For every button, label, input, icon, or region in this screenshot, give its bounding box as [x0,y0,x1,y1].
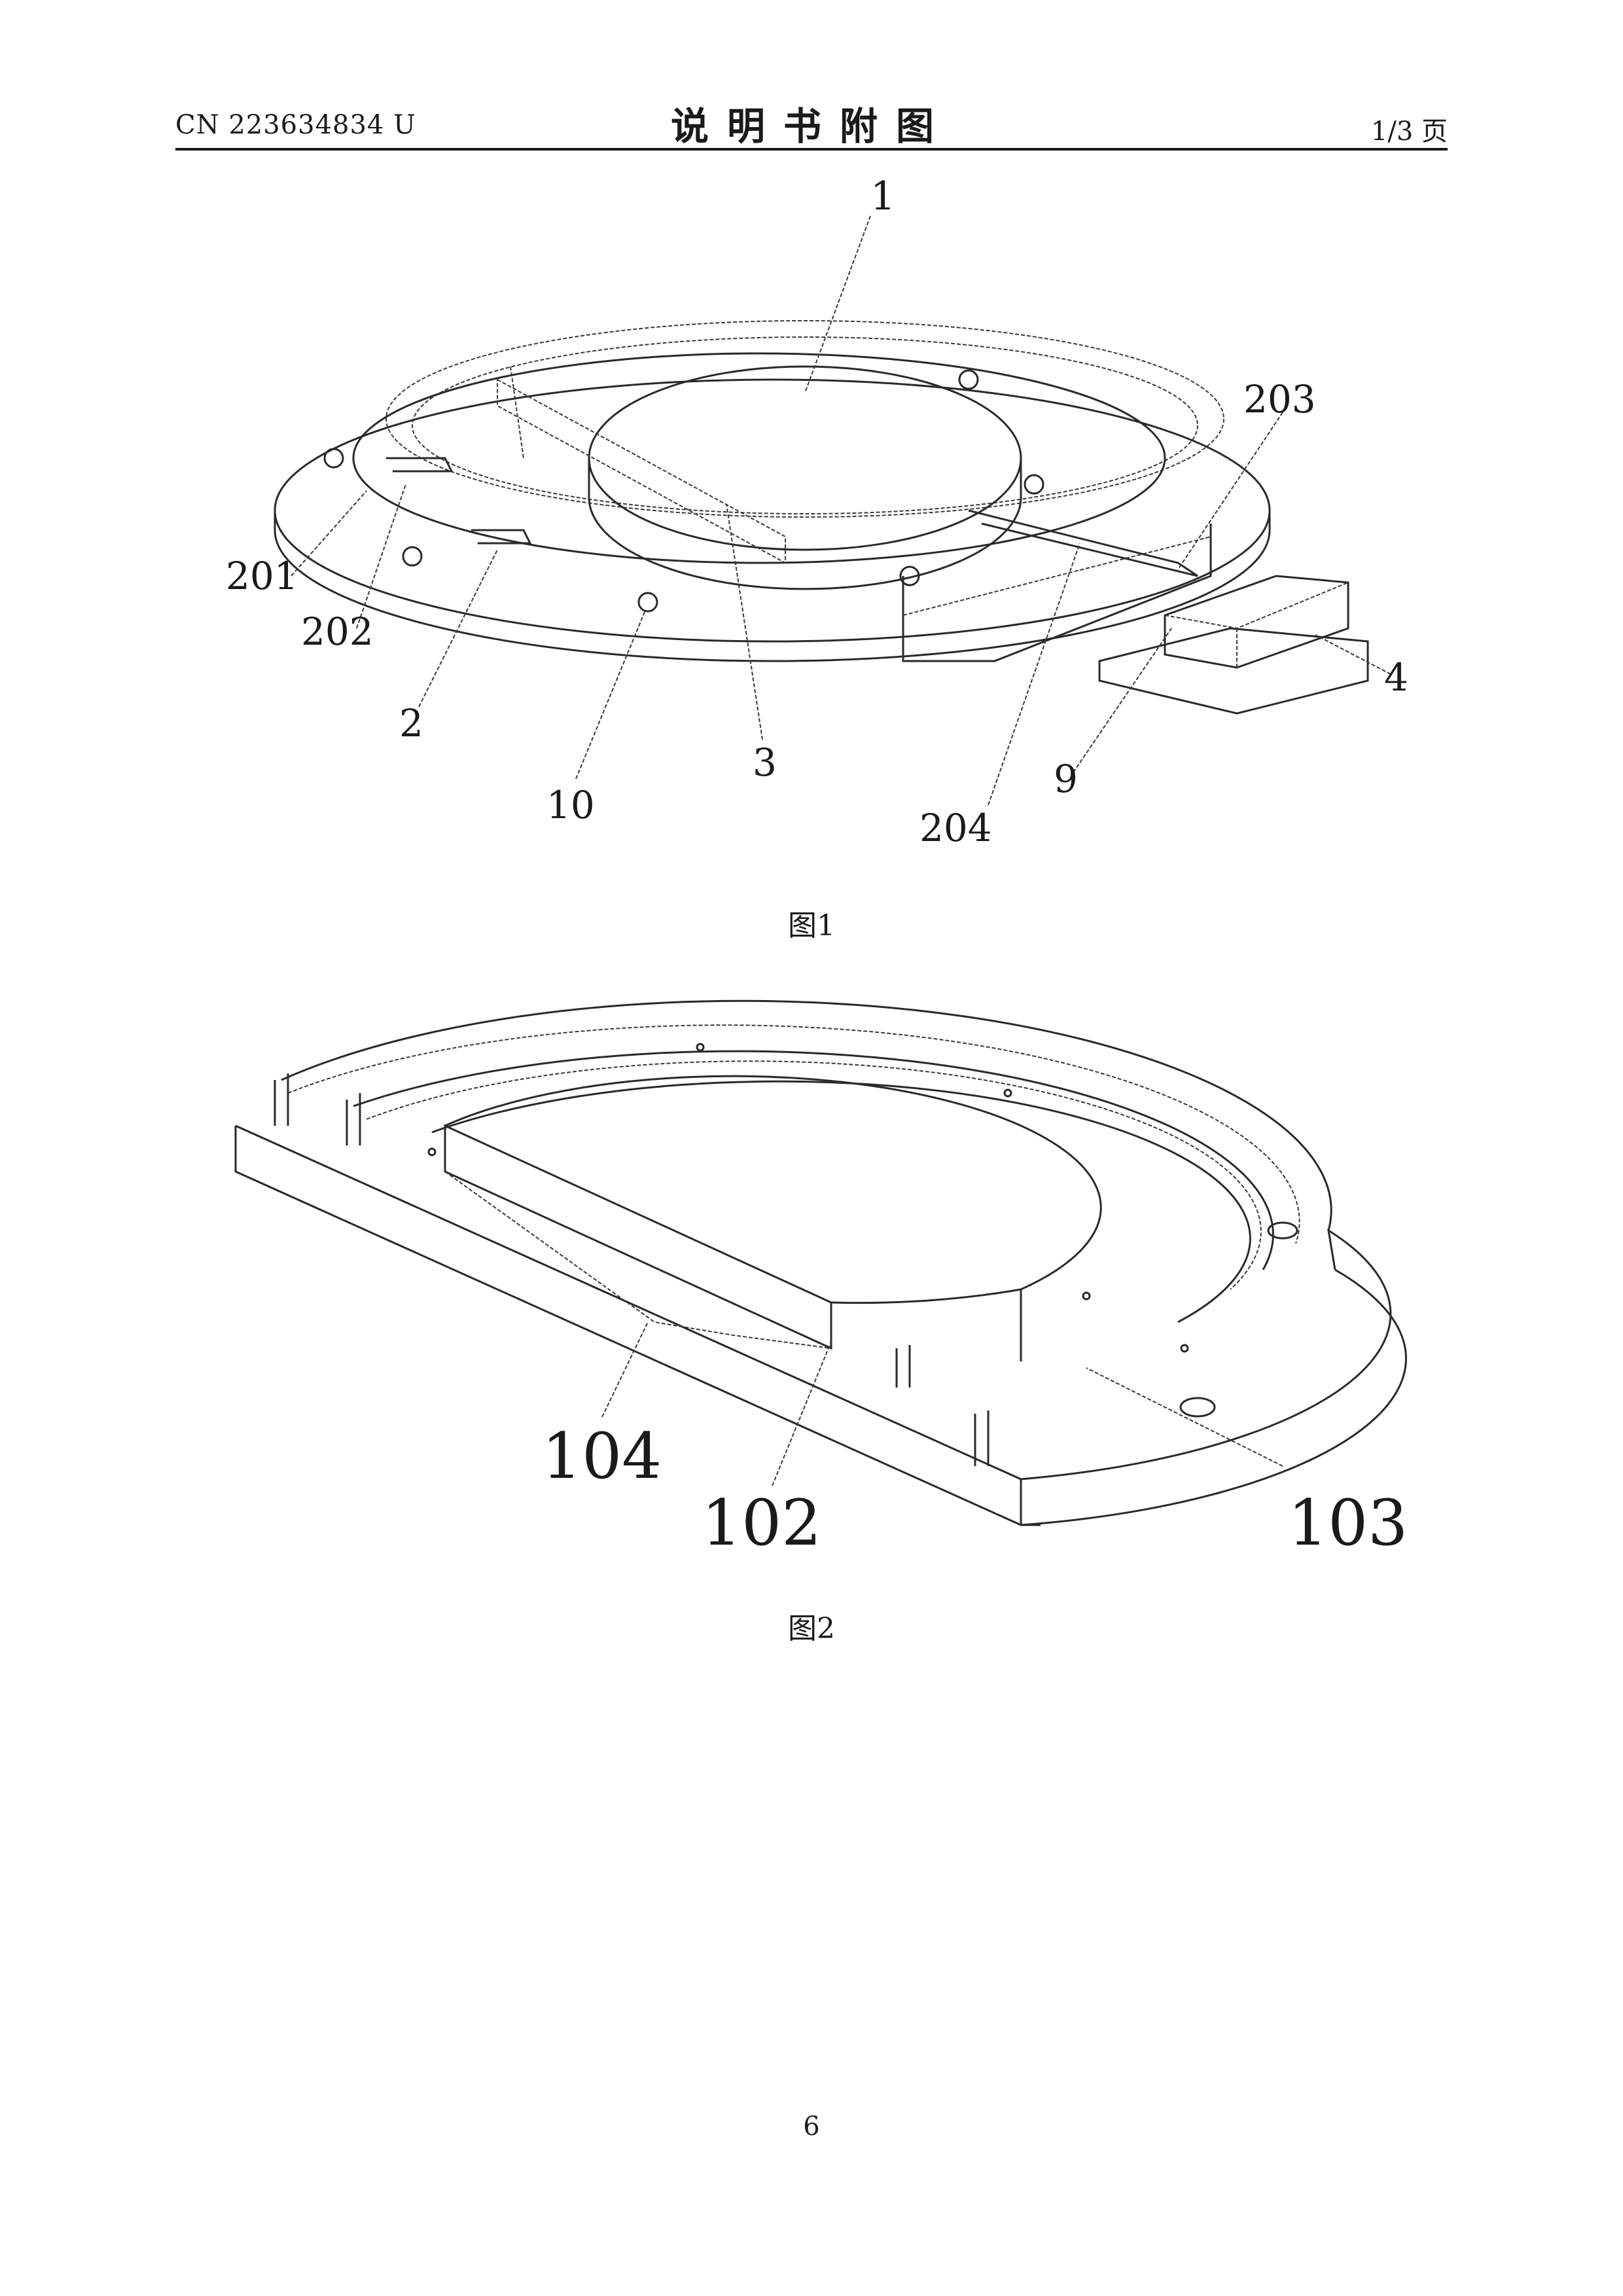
fig1-label-3: 3 [753,740,777,785]
fig1-label-204: 204 [919,806,992,850]
fig1-label-202: 202 [301,609,374,654]
fig1-label-4: 4 [1384,655,1408,700]
page-number: 6 [0,2111,1623,2142]
fig2-label-103: 103 [1288,1486,1408,1560]
fig1-label-9: 9 [1054,757,1078,801]
fig1-label-201: 201 [226,554,298,598]
fig1-label-2: 2 [399,701,423,745]
fig2-label-104: 104 [542,1420,662,1493]
fig2-label-102: 102 [702,1486,821,1560]
figure-1-drawing: 1 203 201 202 2 10 3 204 9 4 [226,173,1408,850]
figure-2-drawing: 104 102 103 [236,1001,1408,1560]
fig1-label-1: 1 [870,173,895,219]
figure-1-caption: 图1 [0,902,1623,944]
figure-2-caption: 图2 [0,1605,1623,1647]
fig1-label-203: 203 [1243,377,1316,422]
fig1-label-10: 10 [546,783,595,827]
